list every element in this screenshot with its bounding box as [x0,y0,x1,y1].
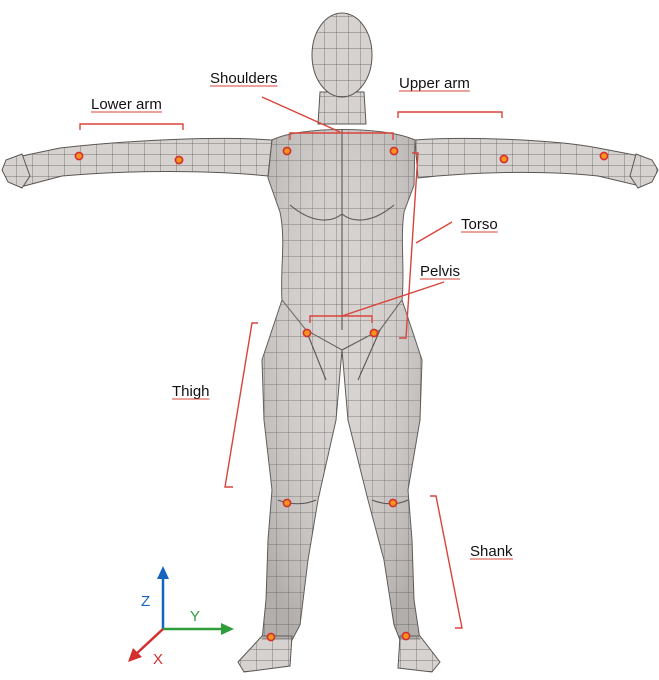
left-foot [238,636,292,672]
z-axis-head [157,566,169,579]
right-foot [398,636,440,672]
label-shoulders: Shoulders [210,70,278,87]
torso-leader [416,222,452,243]
shank-bracket [430,496,462,628]
right-arm [415,138,656,186]
label-torso: Torso [461,216,498,233]
y-axis-head [221,623,234,635]
joint-left-ankle [267,633,274,640]
lower-arm-bracket [80,124,183,130]
coordinate-axes: Z Y X [128,566,234,668]
label-lower-arm: Lower arm [91,96,162,113]
x-axis-label: X [153,651,163,668]
right-hand [630,154,658,188]
joint-right-wrist [600,152,607,159]
joint-right-ankle [402,632,409,639]
label-pelvis: Pelvis [420,263,460,280]
head [312,13,372,97]
label-upper-arm: Upper arm [399,75,470,92]
joint-left-elbow [175,156,182,163]
label-thigh: Thigh [172,383,210,400]
joint-right-shoulder [390,147,397,154]
joint-right-elbow [500,155,507,162]
joint-left-shoulder [283,147,290,154]
z-axis-label: Z [141,593,150,610]
joint-right-knee [389,499,396,506]
y-axis-label: Y [190,608,200,625]
upper-arm-bracket [398,112,502,118]
thigh-bracket [225,323,258,487]
joint-left-hip [303,329,310,336]
left-arm [14,138,272,186]
joint-left-wrist [75,152,82,159]
label-shank: Shank [470,543,513,560]
joint-left-knee [283,499,290,506]
joint-right-hip [370,329,377,336]
